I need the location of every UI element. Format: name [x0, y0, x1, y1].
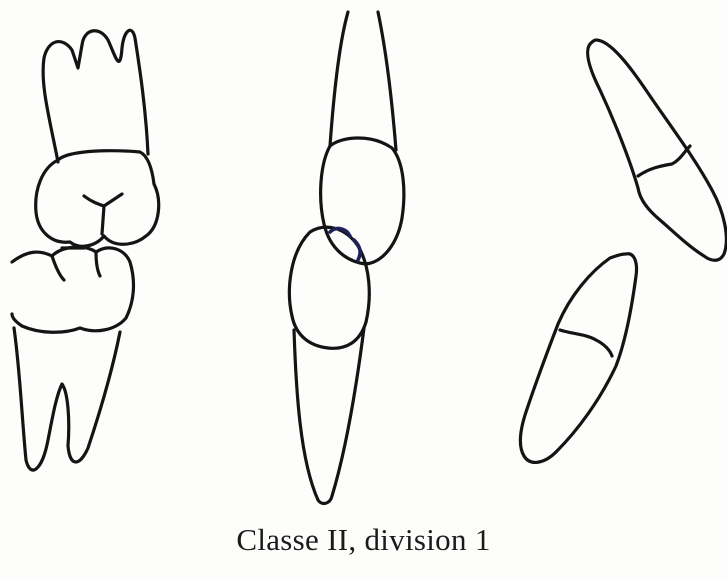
- contact-mark-arc-2: [354, 240, 360, 260]
- upper-incisor-outline: [588, 40, 727, 260]
- lower-molar-cusp-groove-1: [52, 256, 64, 280]
- upper-molar: [36, 30, 159, 246]
- lower-incisor: [520, 254, 636, 463]
- upper-molar-fissure-stem: [102, 206, 104, 234]
- lower-incisor-cej: [560, 330, 612, 356]
- lower-canine-root: [294, 328, 364, 503]
- upper-incisor-cej: [638, 146, 690, 176]
- upper-molar-crown: [36, 151, 159, 247]
- lower-canine: [289, 227, 369, 503]
- lower-molar-crown: [12, 247, 133, 332]
- upper-canine: [321, 12, 404, 264]
- upper-canine-crown: [321, 138, 404, 264]
- lower-incisor-outline: [520, 254, 636, 463]
- lower-molar: [12, 247, 133, 470]
- upper-molar-roots: [43, 30, 148, 162]
- lower-molar-cusp-groove-2: [96, 252, 100, 276]
- upper-incisor: [588, 40, 727, 260]
- lower-molar-roots: [14, 328, 120, 470]
- upper-canine-root: [330, 12, 396, 150]
- upper-molar-fissure-main: [84, 194, 122, 206]
- figure-caption: Classe II, division 1: [0, 522, 727, 558]
